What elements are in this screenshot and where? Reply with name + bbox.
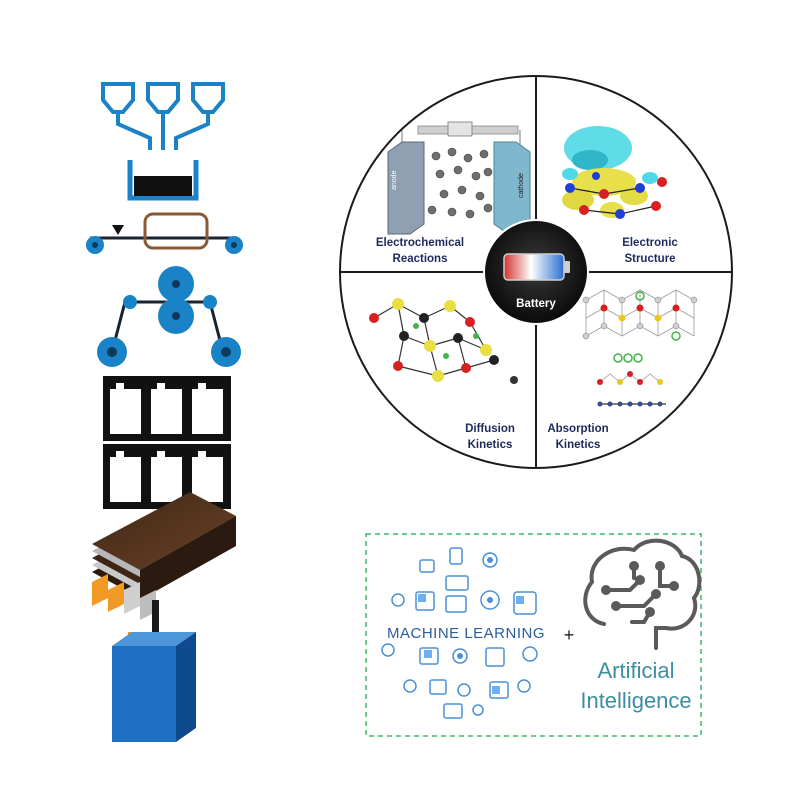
anode-label: anode xyxy=(391,170,398,190)
battery-icon xyxy=(503,253,565,281)
artificial-label: Artificial xyxy=(597,658,674,683)
manufacturing-process-column xyxy=(86,82,243,742)
machine-learning-label: MACHINE LEARNING xyxy=(387,625,545,642)
plus-sign: + xyxy=(564,625,575,645)
absorption-label-line1: Absorption xyxy=(547,423,608,435)
absorption-lattice-image xyxy=(582,289,698,407)
diffusion-label-line2: Kinetics xyxy=(468,439,513,451)
brain-circuit-icon xyxy=(583,538,702,650)
coating-line-icon xyxy=(86,212,243,254)
ml-ai-dashed-border xyxy=(365,533,702,737)
electrode-stack-icon xyxy=(92,492,236,620)
cathode-label: cathode xyxy=(518,173,525,198)
electronic-label-line1: Electronic xyxy=(622,237,678,249)
battery-simulation-circle: anode cathode xyxy=(339,75,733,469)
machine-learning-icon-cluster xyxy=(381,547,538,719)
electrochemical-label-line2: Reactions xyxy=(393,253,448,265)
battery-center-badge: Battery xyxy=(483,219,589,325)
battery-cell-icon xyxy=(112,600,196,742)
electronic-structure-image xyxy=(562,126,667,219)
absorption-label-line2: Kinetics xyxy=(556,439,601,451)
electrochemical-cell-image: anode cathode xyxy=(387,121,531,235)
electrode-cutting-icon xyxy=(103,376,231,509)
electrochemical-label-line1: Electrochemical xyxy=(376,237,464,249)
diffusion-network-image xyxy=(369,298,518,384)
calendering-rollers-icon xyxy=(97,266,241,367)
mixing-tank-icon xyxy=(127,160,199,201)
ml-ai-box: MACHINE LEARNING + Artificial Intelligen… xyxy=(365,533,702,737)
electronic-label-line2: Structure xyxy=(624,253,675,265)
battery-center-label: Battery xyxy=(516,298,556,310)
intelligence-label: Intelligence xyxy=(580,688,691,713)
diffusion-label-line1: Diffusion xyxy=(465,423,515,435)
hopper-funnels-icon xyxy=(101,82,225,150)
